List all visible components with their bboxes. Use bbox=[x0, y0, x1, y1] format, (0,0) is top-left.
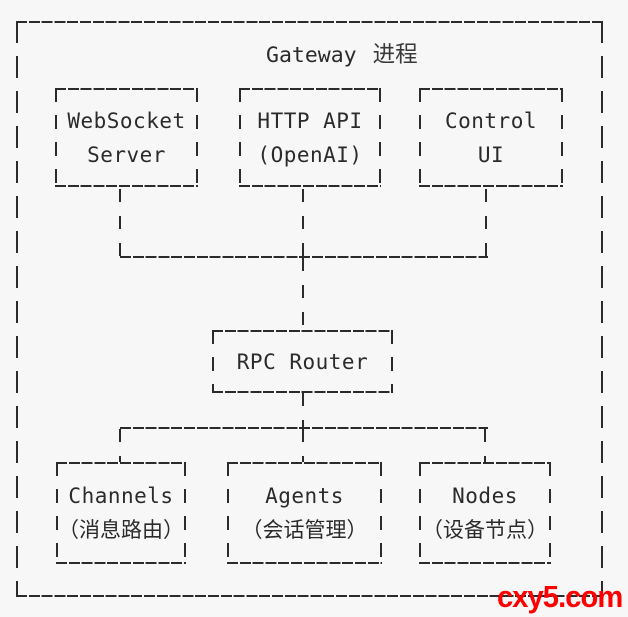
site-watermark: cxy5.com bbox=[496, 579, 623, 614]
box-label-line: (OpenAI) bbox=[257, 142, 363, 167]
connector-agents-down bbox=[302, 429, 304, 462]
connector-rpc-down bbox=[302, 393, 304, 427]
connector-merge-bar-top bbox=[120, 256, 488, 258]
box-label-line: UI bbox=[477, 142, 505, 167]
connector-channels-down bbox=[119, 429, 121, 462]
connector-httpapi-down bbox=[302, 189, 304, 256]
box-label-line-cjk: （设备节点） bbox=[422, 518, 548, 542]
box-label-line: RPC Router bbox=[236, 349, 369, 374]
box-control-ui: Control UI bbox=[419, 88, 563, 187]
box-label-line: Nodes bbox=[452, 484, 518, 508]
box-label-line: WebSocket bbox=[67, 108, 186, 133]
box-label-line: Agents bbox=[265, 484, 344, 508]
connector-merge-to-rpc bbox=[302, 258, 304, 330]
box-rpc-router: RPC Router bbox=[212, 330, 393, 393]
connector-fanout-bar-bottom bbox=[120, 427, 488, 429]
connector-websocket-down bbox=[119, 189, 121, 256]
box-label-line: Channels bbox=[68, 484, 174, 508]
box-label-line: HTTP API bbox=[257, 108, 363, 133]
box-label-line: Control bbox=[444, 108, 537, 133]
box-channels: Channels （消息路由） bbox=[56, 462, 186, 564]
box-nodes: Nodes （设备节点） bbox=[419, 462, 551, 564]
diagram-title: Gateway 进程 bbox=[266, 42, 418, 69]
connector-controlui-down bbox=[485, 189, 487, 256]
box-websocket-server: WebSocket Server bbox=[55, 88, 198, 187]
box-agents: Agents （会话管理） bbox=[227, 462, 382, 564]
connector-nodes-down bbox=[484, 429, 486, 462]
title-text-zh: 进程 bbox=[372, 42, 418, 68]
title-text-en: Gateway bbox=[266, 43, 357, 68]
box-label-line-cjk: （会话管理） bbox=[241, 518, 368, 542]
box-label-line-cjk: （消息路由） bbox=[58, 518, 184, 542]
box-http-api: HTTP API (OpenAI) bbox=[239, 88, 381, 187]
box-label-line: Server bbox=[87, 142, 166, 167]
